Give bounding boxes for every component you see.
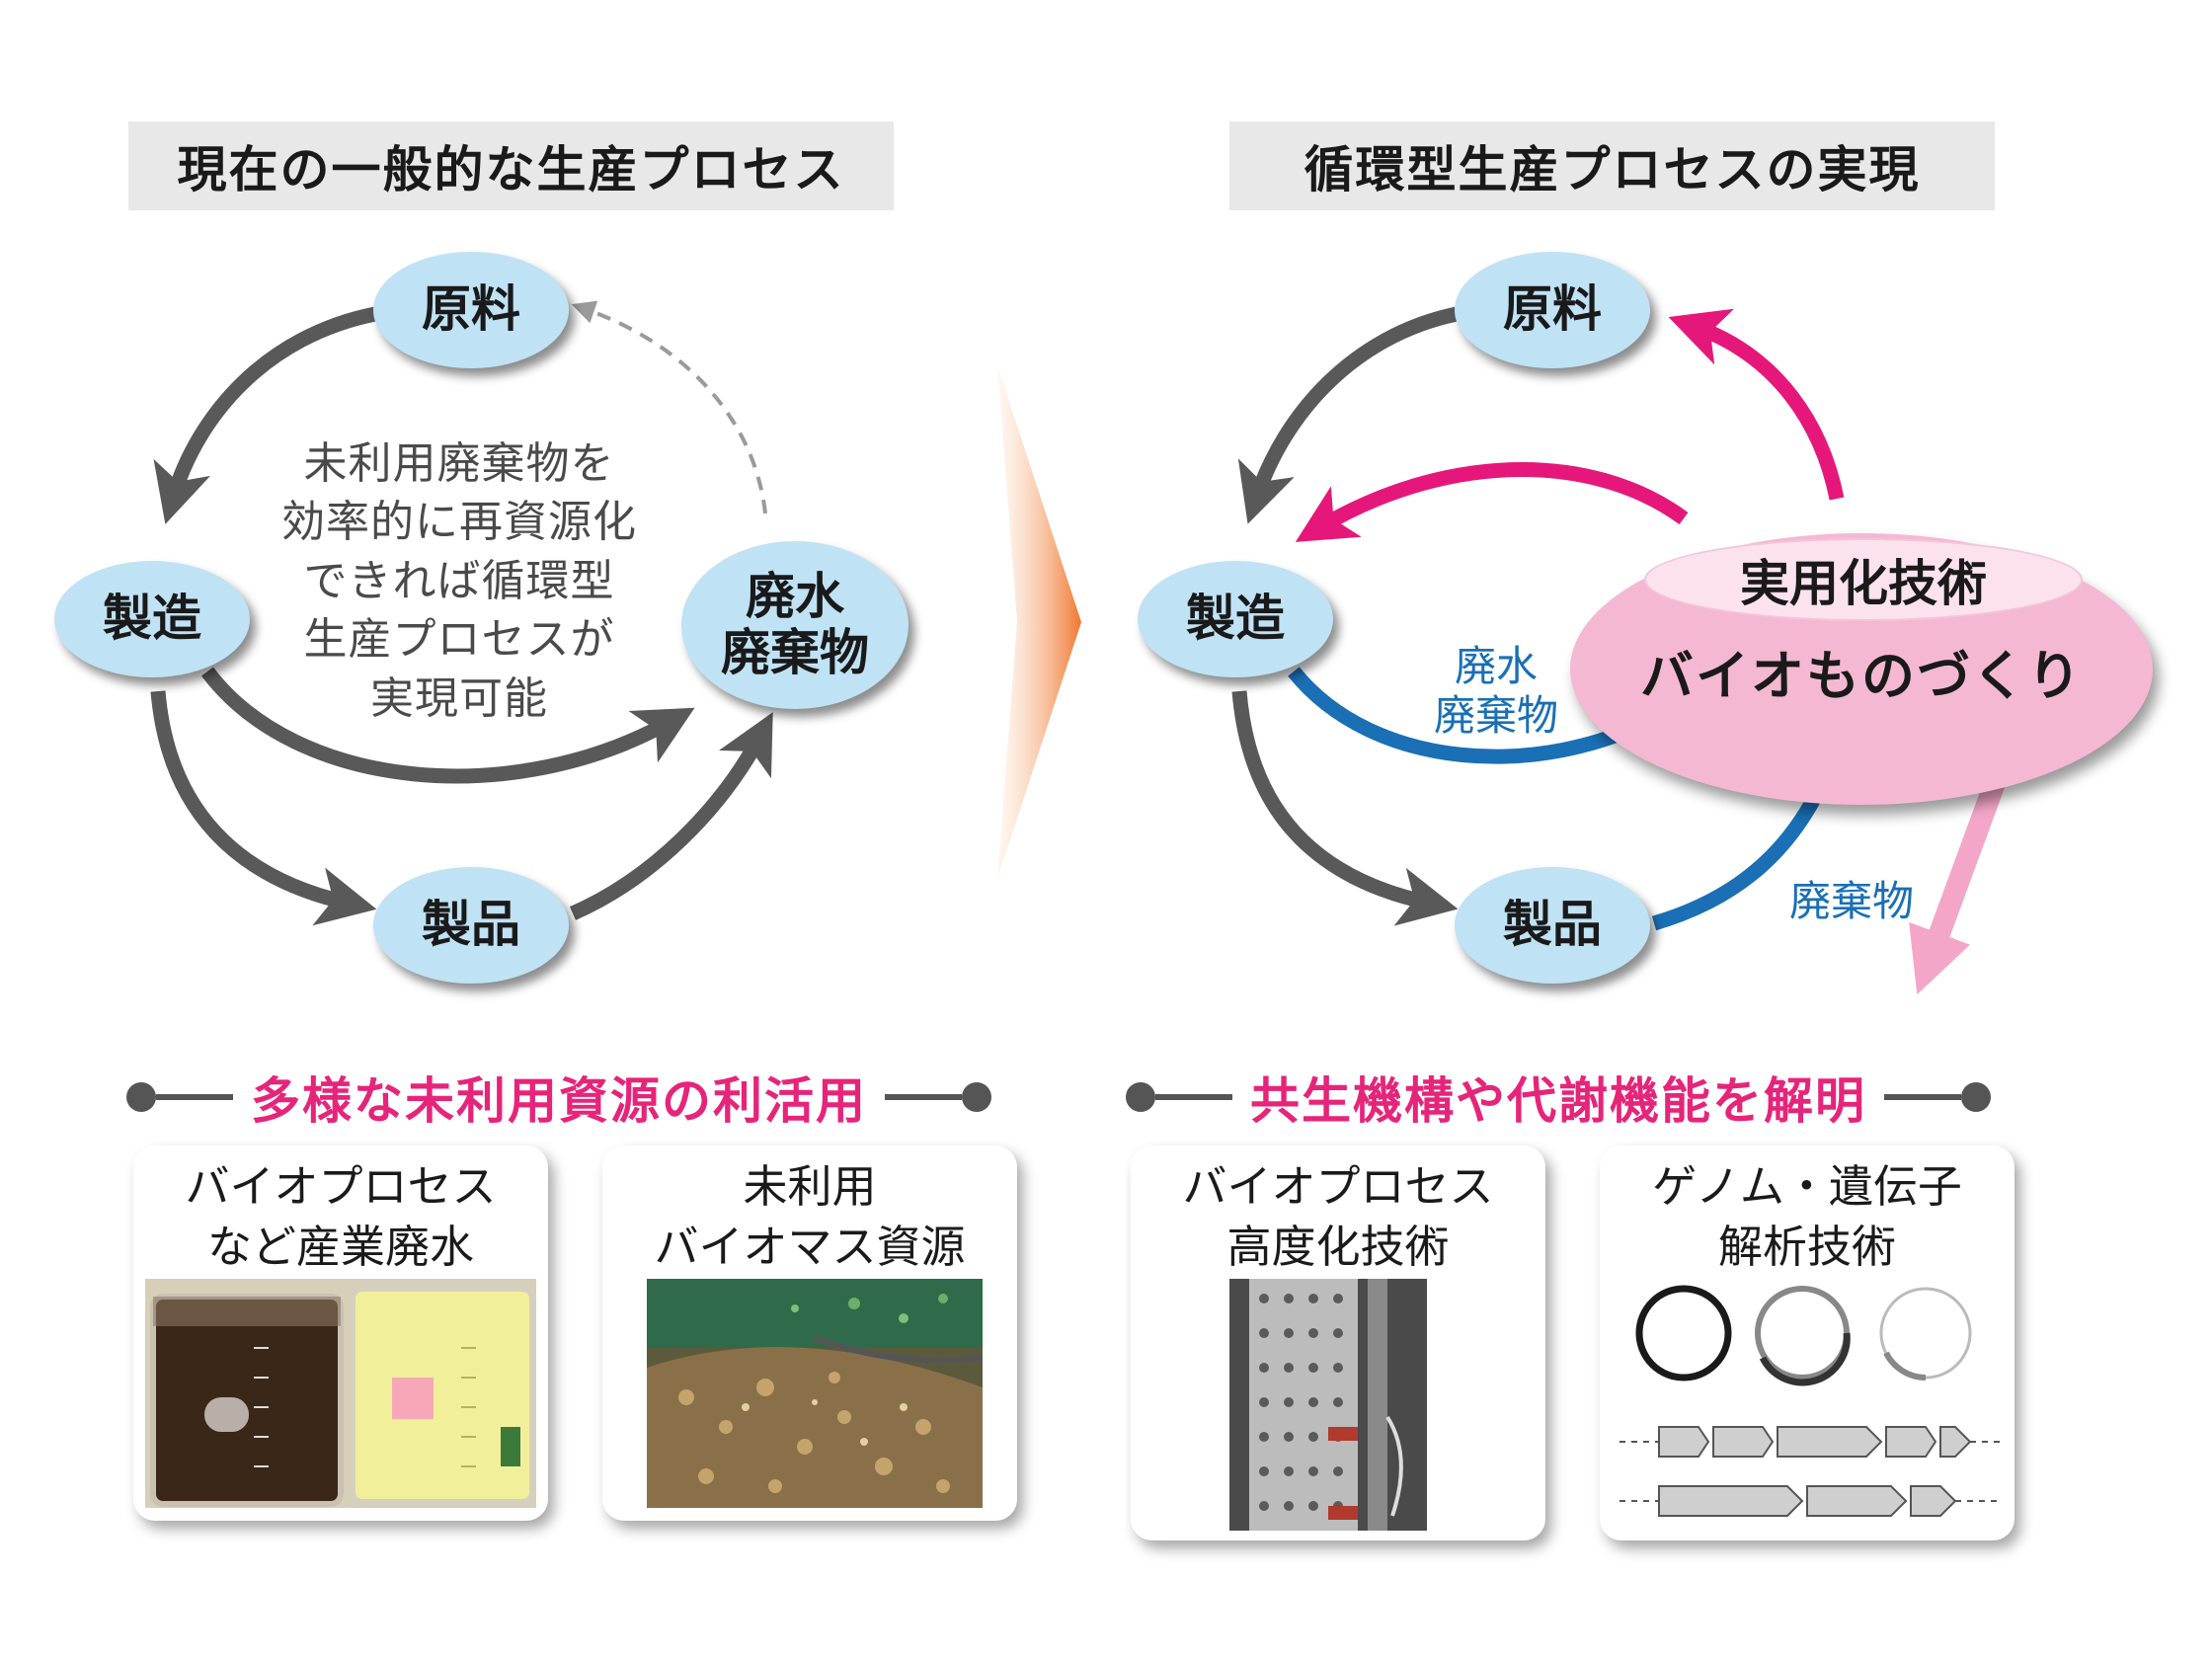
card-genome-analysis: ゲノム・遺伝子 解析技術 — [1600, 1146, 2014, 1540]
biomass-illustration — [647, 1279, 983, 1508]
left-section-heading: 多様な未利用資源の利活用 — [126, 1062, 1033, 1133]
left-node-manufacturing-label: 製造 — [103, 590, 201, 648]
beakers-illustration — [145, 1279, 536, 1508]
card-industrial-wastewater: バイオプロセス など産業廃水 — [133, 1146, 548, 1521]
heading-line — [1155, 1094, 1232, 1100]
left-node-product-label: 製品 — [422, 896, 520, 954]
gene-arrows-row-1 — [1620, 1426, 2000, 1458]
card-caption-line2: など産業廃水 — [206, 1220, 474, 1273]
card-caption: バイオプロセス など産業廃水 — [133, 1157, 548, 1278]
left-node-waste-line2: 廃棄物 — [721, 624, 869, 681]
heading-line — [1884, 1094, 1961, 1100]
card-caption-line1: バイオプロセス — [1182, 1160, 1494, 1213]
left-node-raw-label: 原料 — [422, 280, 520, 339]
arrow-manufacturing-to-waste — [201, 667, 695, 784]
reactor-illustration — [1229, 1279, 1427, 1531]
right-node-manufacturing-label: 製造 — [1186, 590, 1285, 648]
left-node-manufacturing: 製造 — [54, 561, 250, 677]
right-node-raw: 原料 — [1455, 252, 1650, 368]
heading-line — [156, 1094, 233, 1100]
transition-chevron — [997, 365, 1081, 879]
biomass-photo — [647, 1279, 983, 1508]
arrow-manufacturing-to-product — [150, 690, 377, 926]
arrow-raw-to-manufacturing — [153, 306, 377, 524]
arrow-raw-to-manufacturing-right — [1237, 306, 1459, 524]
card-caption-line1: バイオプロセス — [185, 1160, 497, 1213]
heading-line — [885, 1094, 962, 1100]
arrow-tech-to-raw — [1668, 308, 1845, 501]
heading-dot — [126, 1082, 156, 1112]
center-text-line: 実現可能 — [370, 672, 548, 724]
card-caption: 未利用 バイオマス資源 — [602, 1157, 1017, 1278]
practical-tech-label: 実用化技術 — [1740, 555, 1987, 612]
left-node-product: 製品 — [373, 867, 569, 984]
card-caption: ゲノム・遺伝子 解析技術 — [1600, 1157, 2014, 1278]
waste-label: 廃棄物 — [1788, 877, 1914, 925]
wastewater-label-line1: 廃水 — [1454, 642, 1538, 690]
card-bioprocess-tech: バイオプロセス 高度化技術 — [1131, 1146, 1545, 1540]
card-caption-line2: 高度化技術 — [1226, 1220, 1450, 1273]
arrow-manufacturing-to-tech-blue — [1288, 667, 1683, 764]
left-node-waste: 廃水 廃棄物 — [681, 541, 908, 709]
genome-circle-icon — [1755, 1286, 1850, 1381]
right-node-raw-label: 原料 — [1503, 280, 1602, 339]
arrow-tech-to-manufacturing — [1295, 461, 1689, 542]
reactor-photo — [1229, 1279, 1427, 1531]
arrow-waste-to-raw-dashed — [571, 300, 767, 514]
wastewater-label: 廃水 廃棄物 — [1412, 642, 1580, 742]
wastewater-label-line2: 廃棄物 — [1433, 691, 1558, 741]
right-node-product-label: 製品 — [1503, 896, 1602, 954]
center-text-line: 効率的に再資源化 — [281, 497, 637, 548]
practical-tech-ellipse: 実用化技術 — [1644, 538, 2083, 621]
card-caption-line2: バイオマス資源 — [654, 1220, 966, 1273]
heading-dot — [1126, 1082, 1155, 1112]
genome-circle-icon — [1635, 1285, 1732, 1382]
card-caption-line2: 解析技術 — [1717, 1220, 1896, 1273]
card-unused-biomass: 未利用 バイオマス資源 — [602, 1146, 1017, 1521]
center-text-line: 生産プロセスが — [303, 614, 615, 666]
card-caption: バイオプロセス 高度化技術 — [1131, 1157, 1545, 1278]
arrow-manufacturing-to-product-right — [1231, 690, 1459, 926]
right-node-product: 製品 — [1455, 867, 1650, 984]
arrow-product-to-waste — [569, 712, 773, 920]
left-node-raw: 原料 — [373, 252, 569, 368]
bio-manufacturing-label: バイオものづくり — [1640, 645, 2083, 707]
right-section-heading-text: 共生機構や代謝機能を解明 — [1250, 1072, 1866, 1130]
right-panel-title: 循環型生産プロセスの実現 — [1229, 121, 1995, 210]
right-node-manufacturing: 製造 — [1138, 561, 1333, 677]
genome-illustration — [1620, 1285, 2000, 1517]
left-panel-title: 現在の一般的な生産プロセス — [128, 121, 894, 210]
left-center-text: 未利用廃棄物を 効率的に再資源化 できれば循環型 生産プロセスが 実現可能 — [252, 434, 667, 728]
gene-arrows-row-2 — [1620, 1485, 2000, 1517]
right-section-heading: 共生機構や代謝機能を解明 — [1126, 1062, 2032, 1133]
heading-dot — [962, 1082, 991, 1112]
center-text-line: できれば循環型 — [303, 555, 615, 606]
card-caption-line1: 未利用 — [743, 1160, 877, 1213]
center-text-line: 未利用廃棄物を — [303, 438, 615, 489]
heading-dot — [1961, 1082, 1991, 1112]
card-caption-line1: ゲノム・遺伝子 — [1652, 1160, 1962, 1213]
left-node-waste-line1: 廃水 — [746, 567, 844, 625]
left-section-heading-text: 多様な未利用資源の利活用 — [251, 1072, 867, 1130]
beakers-photo — [145, 1279, 536, 1508]
